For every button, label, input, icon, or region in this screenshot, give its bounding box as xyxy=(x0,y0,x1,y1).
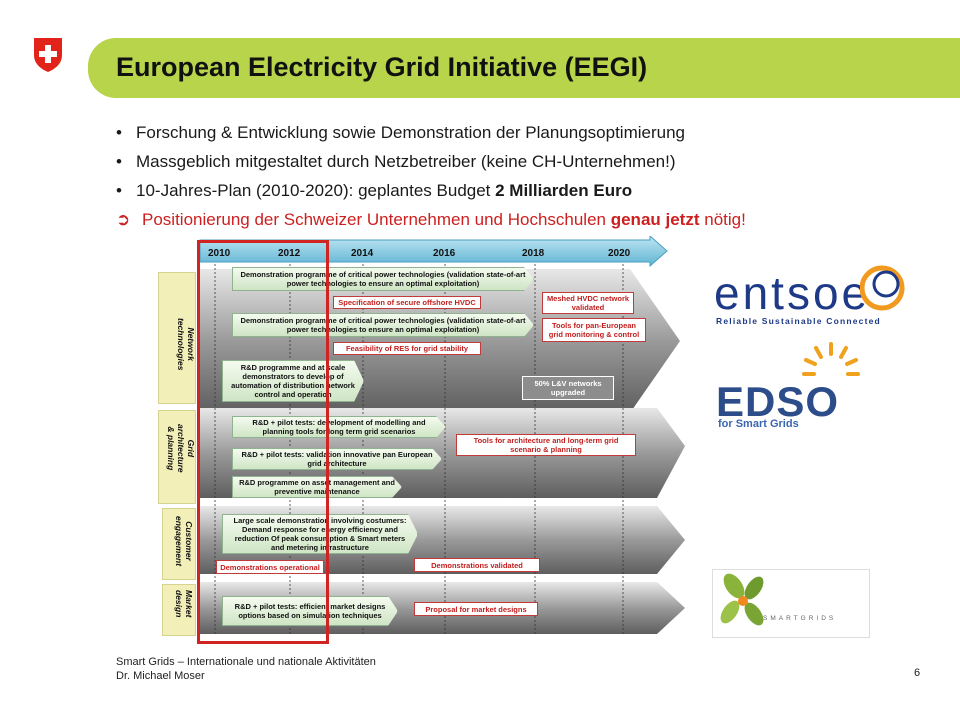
page-title: European Electricity Grid Initiative (EE… xyxy=(116,52,648,82)
smartgrids-logo-text: SMARTGRIDS xyxy=(763,615,837,622)
programme-box: R&D + pilot tests: efficient market desi… xyxy=(222,596,398,626)
smartgrids-leaf-icon xyxy=(720,573,764,626)
budget-amount: 2 Milliarden Euro xyxy=(495,181,633,200)
highlight-frame-now xyxy=(197,240,329,644)
programme-box: R&D programme on asset management and pr… xyxy=(232,476,402,498)
bullet-list: Forschung & Entwicklung sowie Demonstrat… xyxy=(116,118,916,234)
lane-tab xyxy=(162,584,196,636)
entsoe-tagline: Reliable Sustainable Connected xyxy=(716,316,881,326)
milestone-box: Feasibility of RES for grid stability xyxy=(333,342,481,355)
footer: Smart Grids – Internationale und nationa… xyxy=(116,655,376,683)
lane-tab xyxy=(162,508,196,580)
milestone-box: Tools for architecture and long-term gri… xyxy=(456,434,636,456)
milestone-box: Demonstrations operational xyxy=(216,560,324,574)
year-label: 2014 xyxy=(351,248,374,259)
smartgrids-logo-frame xyxy=(712,569,870,638)
bullet-item: Forschung & Entwicklung sowie Demonstrat… xyxy=(116,118,916,147)
lane-label-network-technologies: Network technologies xyxy=(176,318,196,371)
arrow-bullet-emphasis: genau jetzt xyxy=(610,210,700,229)
year-label: 2020 xyxy=(608,248,631,259)
edso-logo: EDSO xyxy=(716,378,840,425)
page-number: 6 xyxy=(914,667,921,679)
programme-box: R&D programme and at scale demonstrators… xyxy=(222,360,364,402)
year-label: 2018 xyxy=(522,248,545,259)
milestone-box: Tools for pan-European grid monitoring &… xyxy=(542,318,646,342)
programme-box: Large scale demonstration involving cost… xyxy=(222,514,418,554)
footer-line: Smart Grids – Internationale und nationa… xyxy=(116,656,376,668)
bullet-text: 10-Jahres-Plan (2010-2020): geplantes Bu… xyxy=(136,181,496,200)
edso-tagline: for Smart Grids xyxy=(718,418,799,430)
lane-tab xyxy=(158,272,196,404)
bullet-item: 10-Jahres-Plan (2010-2020): geplantes Bu… xyxy=(116,176,916,205)
lane-label-market-design: Market design xyxy=(174,590,194,618)
lane-label-grid-architecture: Grid architecture & planning xyxy=(166,424,196,473)
footer-author: Dr. Michael Moser xyxy=(116,670,205,682)
milestone-box: Demonstrations validated xyxy=(414,558,540,572)
programme-box: R&D + pilot tests: development of modell… xyxy=(232,416,446,438)
title-bar xyxy=(88,38,960,98)
arrow-bullet-item: Positionierung der Schweizer Unternehmen… xyxy=(116,205,916,234)
programme-box: R&D + pilot tests: validation innovative… xyxy=(232,448,442,470)
milestone-box: Specification of secure offshore HVDC xyxy=(333,296,481,309)
year-label: 2016 xyxy=(433,248,456,259)
year-label: 2012 xyxy=(278,248,301,259)
programme-box: Demonstration programme of critical powe… xyxy=(232,267,534,291)
arrow-bullet-text: Positionierung der Schweizer Unternehmen… xyxy=(142,210,611,229)
milestone-box: Proposal for market designs xyxy=(414,602,538,616)
lane-label-customer-engagement: Customer engagement xyxy=(174,516,194,567)
arrow-bullet-text-end: nötig! xyxy=(699,210,746,229)
milestone-box: 50% L&V networks upgraded xyxy=(522,376,614,400)
edso-sun-icon xyxy=(802,342,860,376)
milestone-box: Meshed HVDC network validated xyxy=(542,292,634,314)
bullet-item: Massgeblich mitgestaltet durch Netzbetre… xyxy=(116,147,916,176)
swiss-coat-of-arms-icon xyxy=(34,38,62,72)
lane-tab xyxy=(158,410,196,504)
bullet-text: Massgeblich mitgestaltet durch Netzbetre… xyxy=(136,152,676,171)
entsoe-logo: entsoe xyxy=(714,267,871,319)
bullet-text: Forschung & Entwicklung sowie Demonstrat… xyxy=(136,123,686,142)
entsoe-swirl-icon xyxy=(860,265,905,311)
year-label: 2010 xyxy=(208,248,231,259)
programme-box: Demonstration programme of critical powe… xyxy=(232,313,534,337)
